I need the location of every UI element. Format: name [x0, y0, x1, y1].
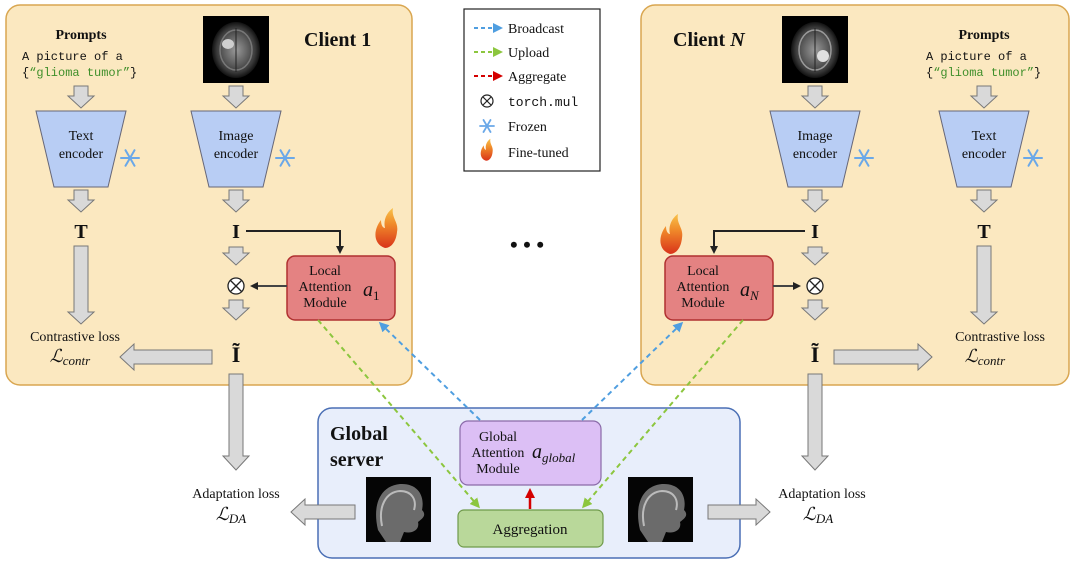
- client-1-upload-arrow: [317, 319, 480, 509]
- client-n-feature-to-lam-arrow: [710, 230, 805, 254]
- client-1-lam-line2: Attention: [299, 280, 352, 295]
- client-1-image-encoder-line1: Image: [219, 129, 254, 144]
- client-n-lam-line3: Module: [681, 296, 725, 311]
- client-n-text-encoder: [938, 110, 1030, 188]
- more-clients-ellipsis: • • •: [510, 232, 544, 257]
- gam-line3: Module: [476, 462, 520, 477]
- global-server-panel: Global server Global Attention Module ag…: [317, 407, 741, 559]
- gam-symbol: aglobal: [532, 441, 576, 465]
- legend-fine-tuned-label: Fine-tuned: [508, 146, 569, 161]
- client-n-local-attention-module: [664, 255, 774, 321]
- client-1-image-encoder: [190, 110, 282, 188]
- legend-torch-mul-label: torch.mul: [508, 95, 578, 110]
- legend: Broadcast Upload Aggregate torch.mul Fro…: [463, 8, 601, 172]
- client-1-flame-icon: [375, 208, 398, 248]
- adaptation-loss-right-symbol: ℒDA: [803, 504, 833, 526]
- client-n-title: Client N: [673, 29, 746, 51]
- adaptation-loss-right-label: Adaptation loss: [778, 487, 866, 502]
- legend-frozen-label: Frozen: [508, 120, 547, 135]
- client-1-text-encoder-snowflake-icon: [120, 149, 140, 167]
- client-1-prompt-line1: A picture of a: [22, 50, 123, 64]
- client-n-lam-line2: Attention: [677, 280, 730, 295]
- client-n-circled-times-icon: [806, 277, 824, 295]
- client-1-title: Client 1: [304, 29, 371, 51]
- client-1-text-encoder-line2: encoder: [59, 147, 104, 162]
- client-n-text-encoder-snowflake-icon: [1023, 149, 1043, 167]
- client-1-feature-to-lam-arrow: [246, 230, 344, 254]
- adaptation-loss-left-label: Adaptation loss: [192, 487, 280, 502]
- client-1-local-attention-module: [286, 255, 396, 321]
- global-server-title-line1: Global: [330, 423, 388, 445]
- client-n-contrastive-loss-symbol: ℒcontr: [965, 346, 1006, 368]
- client-1-lam-line1: Local: [309, 264, 341, 279]
- client-n-image-feature-I: I: [811, 221, 819, 243]
- legend-broadcast-label: Broadcast: [508, 22, 564, 37]
- client-n-prompts-title: Prompts: [958, 28, 1010, 43]
- client-n-image-encoder: [769, 110, 861, 188]
- client-1-broadcast-arrow: [378, 321, 481, 421]
- client-1-circled-times-icon: [227, 277, 245, 295]
- legend-circled-times-icon: [480, 94, 494, 108]
- client-n-image-encoder-line2: encoder: [793, 147, 838, 162]
- client-1-prompt-line2: {“glioma tumor”}: [22, 66, 137, 80]
- gam-line2: Attention: [472, 446, 525, 461]
- legend-aggregate-label: Aggregate: [508, 70, 566, 85]
- legend-upload-label: Upload: [508, 46, 549, 61]
- client-1-text-encoder: [35, 110, 127, 188]
- legend-flame-icon: [480, 138, 493, 161]
- client-1-lam-line3: Module: [303, 296, 347, 311]
- client-n-image-encoder-snowflake-icon: [854, 149, 874, 167]
- client-1-panel: Client 1 Prompts A picture of a {“glioma…: [5, 4, 413, 471]
- client-n-mri-image: [782, 16, 848, 83]
- client-1-mri-image: [203, 16, 269, 83]
- client-n-upload-arrow: [582, 319, 744, 509]
- global-attention-module: [459, 420, 602, 486]
- server-left-mri-image: [366, 477, 431, 542]
- client-1-lam-symbol: a1: [363, 279, 380, 303]
- client-1-image-feature-I-tilde: Ĩ: [232, 342, 241, 367]
- client-1-contrastive-loss-symbol: ℒcontr: [50, 346, 91, 368]
- gam-line1: Global: [479, 430, 517, 445]
- client-n-broadcast-arrow: [581, 321, 684, 421]
- client-1-prompts-title: Prompts: [55, 28, 107, 43]
- client-n-text-encoder-line1: Text: [972, 129, 997, 144]
- client-1-text-encoder-line1: Text: [69, 129, 94, 144]
- client-1-image-encoder-snowflake-icon: [275, 149, 295, 167]
- client-n-gray-arrows: [800, 85, 999, 471]
- server-right-mri-image: [628, 477, 693, 542]
- client-n-image-encoder-line1: Image: [798, 129, 833, 144]
- client-n-lam-symbol: aN: [740, 279, 760, 303]
- client-1-gray-arrows: [66, 85, 251, 471]
- client-1-contrastive-loss-label: Contrastive loss: [30, 330, 120, 345]
- client-n-text-feature-T: T: [977, 221, 991, 243]
- client-n-flame-icon: [660, 214, 683, 254]
- aggregation-label: Aggregation: [493, 522, 568, 538]
- client-n-image-feature-I-tilde: Ĩ: [811, 342, 820, 367]
- client-n-prompt-line2: {“glioma tumor”}: [926, 66, 1041, 80]
- aggregation-box: [457, 509, 604, 548]
- global-server-title-line2: server: [330, 449, 383, 471]
- client-n-text-encoder-line2: encoder: [962, 147, 1007, 162]
- client-1-image-encoder-line2: encoder: [214, 147, 259, 162]
- client-1-image-feature-I: I: [232, 221, 240, 243]
- client-n-lam-line1: Local: [687, 264, 719, 279]
- adaptation-arrows: [290, 497, 771, 527]
- client-n-prompt-line1: A picture of a: [926, 50, 1027, 64]
- client-n-contrastive-loss-label: Contrastive loss: [955, 330, 1045, 345]
- adaptation-loss-left-symbol: ℒDA: [216, 504, 246, 526]
- client-1-text-feature-T: T: [74, 221, 88, 243]
- client-n-panel: Client N Prompts A picture of a {“glioma…: [640, 4, 1070, 471]
- legend-snowflake-icon: [479, 119, 495, 133]
